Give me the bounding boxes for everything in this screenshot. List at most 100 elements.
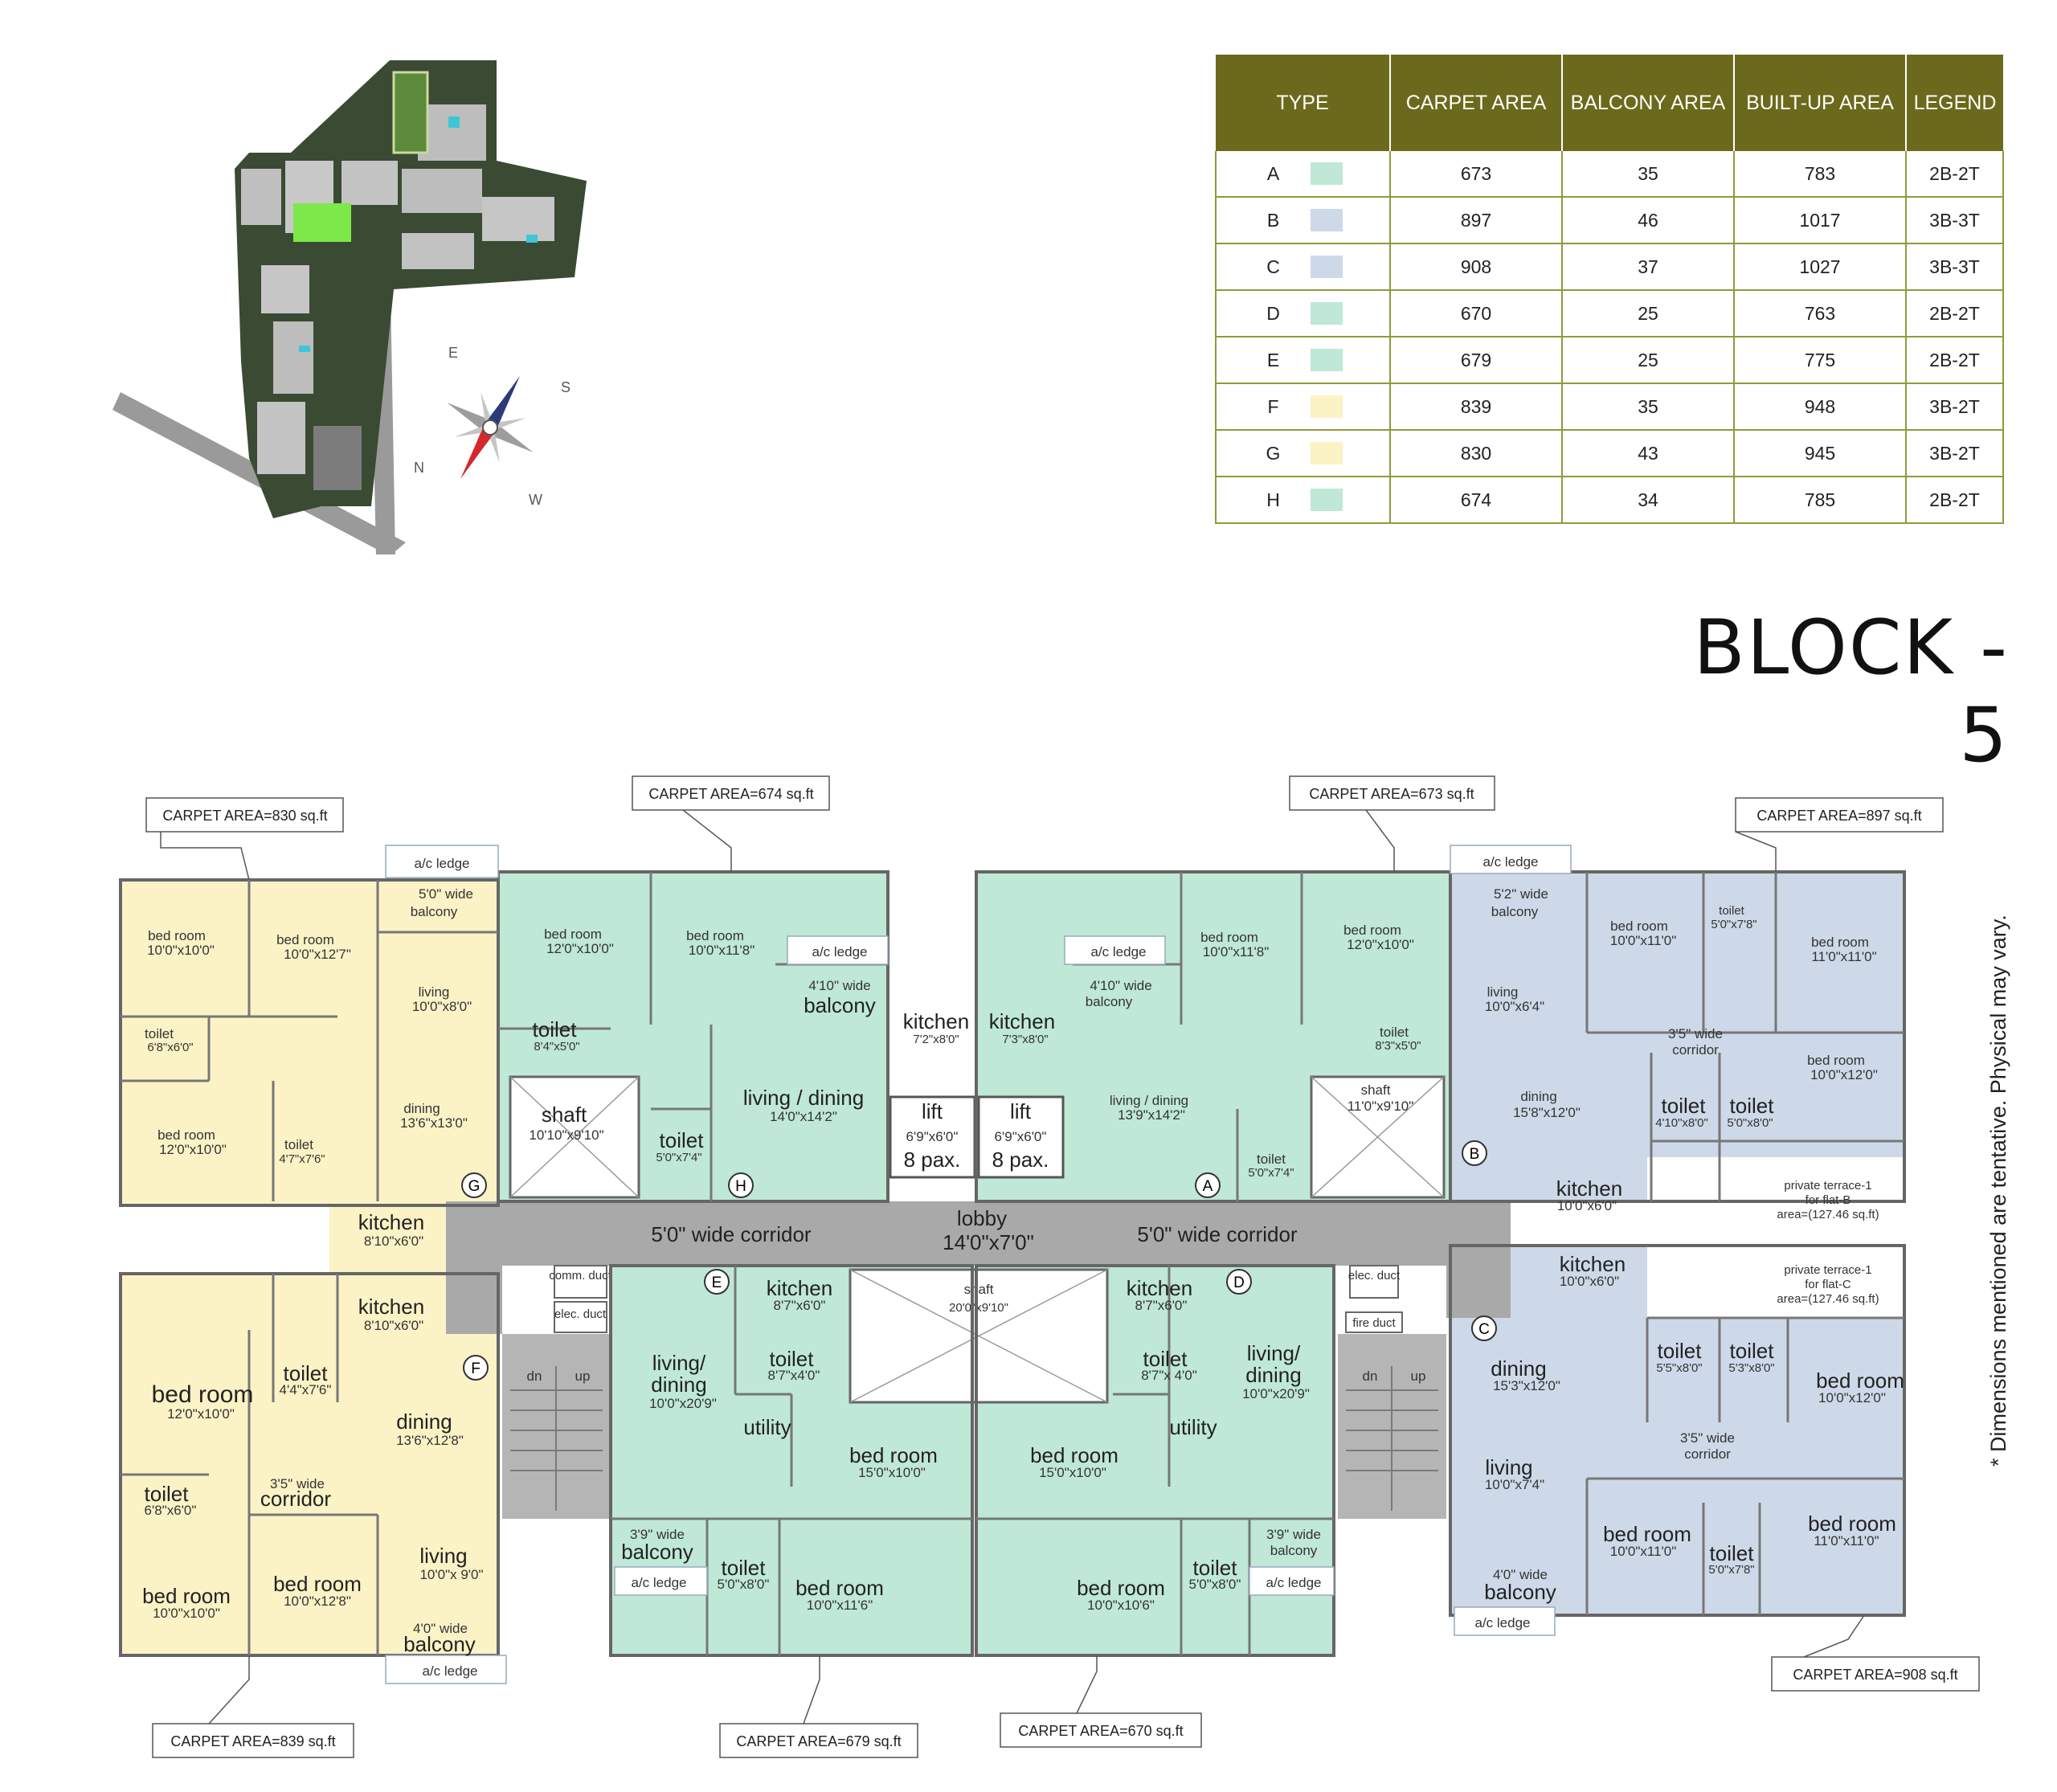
compass	[447, 375, 534, 480]
f-corridor: corridor	[260, 1487, 331, 1511]
site-field	[392, 71, 429, 154]
marker-a: A	[1203, 1178, 1213, 1195]
lift-1-pax: 8 pax.	[904, 1148, 961, 1172]
c-toilet2-dim: 5'3"x8'0"	[1728, 1361, 1774, 1375]
f-kitchen: kitchen	[358, 1295, 424, 1319]
header-balcony-area: BALCONY AREA	[1562, 55, 1735, 151]
e-utility: utility	[743, 1415, 791, 1439]
f-kitchen-dim: 8'10"x6'0"	[364, 1318, 423, 1333]
carpet-cell: 674	[1390, 477, 1563, 524]
site-building	[402, 233, 474, 269]
type-cell: G	[1215, 430, 1391, 477]
ac-ledge-c-label: a/c ledge	[1475, 1615, 1531, 1630]
type-cell: H	[1215, 477, 1391, 524]
e-bed1: bed room	[849, 1443, 938, 1467]
b-kitchen: kitchen	[1556, 1176, 1622, 1201]
f-bed3: bed room	[273, 1572, 362, 1596]
stair-right-treads	[1346, 1366, 1438, 1511]
type-letter: B	[1266, 209, 1280, 231]
type-swatch	[1310, 209, 1343, 232]
lift-2-dim: 6'9"x6'0"	[995, 1129, 1047, 1144]
balcony-cell: 34	[1562, 477, 1735, 524]
b-corridor: corridor	[1672, 1042, 1719, 1058]
builtup-cell: 1017	[1734, 197, 1907, 244]
h-living-dim: 14'0"x14'2"	[770, 1109, 837, 1124]
type-swatch	[1310, 256, 1343, 279]
stair-right-up: up	[1411, 1369, 1426, 1384]
callout-d-text: CARPET AREA=670 sq.ft	[1018, 1723, 1183, 1739]
shaft-h-label: shaft	[542, 1103, 587, 1127]
legend-cell: 2B-2T	[1906, 290, 2004, 338]
e-living1: living/	[652, 1351, 706, 1375]
a-living-dim: 13'9"x14'2"	[1118, 1107, 1185, 1123]
callout-a: CARPET AREA=673 sq.ft	[1289, 775, 1495, 872]
callout-c: CARPET AREA=908 sq.ft	[1771, 1614, 1980, 1692]
type-swatch	[1310, 349, 1343, 372]
balcony-cell: 25	[1562, 290, 1735, 338]
type-cell: B	[1215, 197, 1391, 244]
d-balcony: balcony	[1270, 1543, 1318, 1558]
legend-cell: 2B-2T	[1906, 151, 2004, 198]
stair-right-dn: dn	[1363, 1369, 1378, 1384]
comm-duct-label: comm. duct	[549, 1269, 611, 1283]
g-bed1-dim: 10'0"x10'0"	[147, 943, 215, 958]
b-toilet2-dim: 4'10"x8'0"	[1655, 1116, 1708, 1130]
b-bed1: bed room	[1610, 919, 1668, 934]
h-bed1-dim: 12'0"x10'0"	[546, 941, 614, 956]
ac-ledge-a	[1064, 935, 1166, 965]
type-cell: E	[1215, 337, 1391, 384]
c-bed1: bed room	[1816, 1369, 1904, 1393]
e-living2: dining	[651, 1373, 706, 1397]
elec-duct-left-box	[554, 1301, 607, 1333]
site-building	[273, 321, 313, 394]
c-kitchen-dim: 10'0"x6'0"	[1560, 1274, 1619, 1289]
c-bed1-dim: 10'0"x12'0"	[1818, 1390, 1886, 1405]
lobby-label: lobby	[957, 1206, 1007, 1230]
c-balcony: balcony	[1484, 1580, 1556, 1604]
marker-d: D	[1233, 1274, 1245, 1291]
h-bed1: bed room	[544, 927, 602, 942]
f-toilet2: toilet	[145, 1482, 190, 1506]
b-kitchen-dim: 10'0"x6'0"	[1557, 1198, 1617, 1213]
unit-f-kitchen-fill	[329, 1205, 446, 1278]
builtup-cell: 785	[1734, 477, 1907, 524]
carpet-cell: 839	[1390, 383, 1563, 431]
b-corridor-w: 3'5" wide	[1668, 1026, 1723, 1041]
ac-ledge-f	[385, 1655, 507, 1684]
callout-d: CARPET AREA=670 sq.ft	[1000, 1655, 1202, 1748]
callout-g: CARPET AREA=830 sq.ft	[145, 797, 344, 881]
balcony-cell: 37	[1562, 243, 1735, 291]
b-dining-dim: 15'8"x12'0"	[1513, 1105, 1581, 1120]
g-living: living	[419, 984, 450, 1000]
b-toilet2: toilet	[1662, 1094, 1707, 1118]
b-toilet1-dim: 5'0"x7'8"	[1711, 918, 1756, 931]
balcony-cell: 46	[1562, 197, 1735, 244]
d-kitchen-dim: 8'7"x6'0"	[1135, 1298, 1188, 1313]
g-toilet1: toilet	[145, 1026, 174, 1041]
b-balcony-w: 5'2" wide	[1494, 886, 1548, 902]
type-cell: C	[1215, 243, 1391, 291]
c-toilet1: toilet	[1658, 1339, 1703, 1363]
site-building	[261, 265, 309, 313]
b-toilet3-dim: 5'0"x8'0"	[1727, 1116, 1773, 1130]
marker-h: H	[735, 1178, 746, 1195]
a-toilet1-dim: 8'3"x5'0"	[1375, 1039, 1421, 1053]
elec-duct-right-box	[1349, 1265, 1399, 1299]
block-title: BLOCK - 5	[1693, 604, 2009, 779]
c-toilet3: toilet	[1710, 1541, 1755, 1565]
shaft-a-label: shaft	[1361, 1082, 1391, 1098]
type-letter: D	[1266, 302, 1280, 324]
b-balcony: balcony	[1491, 904, 1539, 919]
balcony-cell: 25	[1562, 337, 1735, 384]
e-kitchen-dim: 8'7"x6'0"	[774, 1298, 826, 1313]
d-toilet2-dim: 5'0"x8'0"	[1189, 1577, 1241, 1592]
corridor-right-label: 5'0" wide corridor	[1137, 1222, 1298, 1246]
f-bed2-dim: 10'0"x10'0"	[153, 1606, 220, 1621]
header-legend: LEGEND	[1906, 55, 2003, 151]
callout-e: CARPET AREA=679 sq.ft	[719, 1655, 918, 1758]
